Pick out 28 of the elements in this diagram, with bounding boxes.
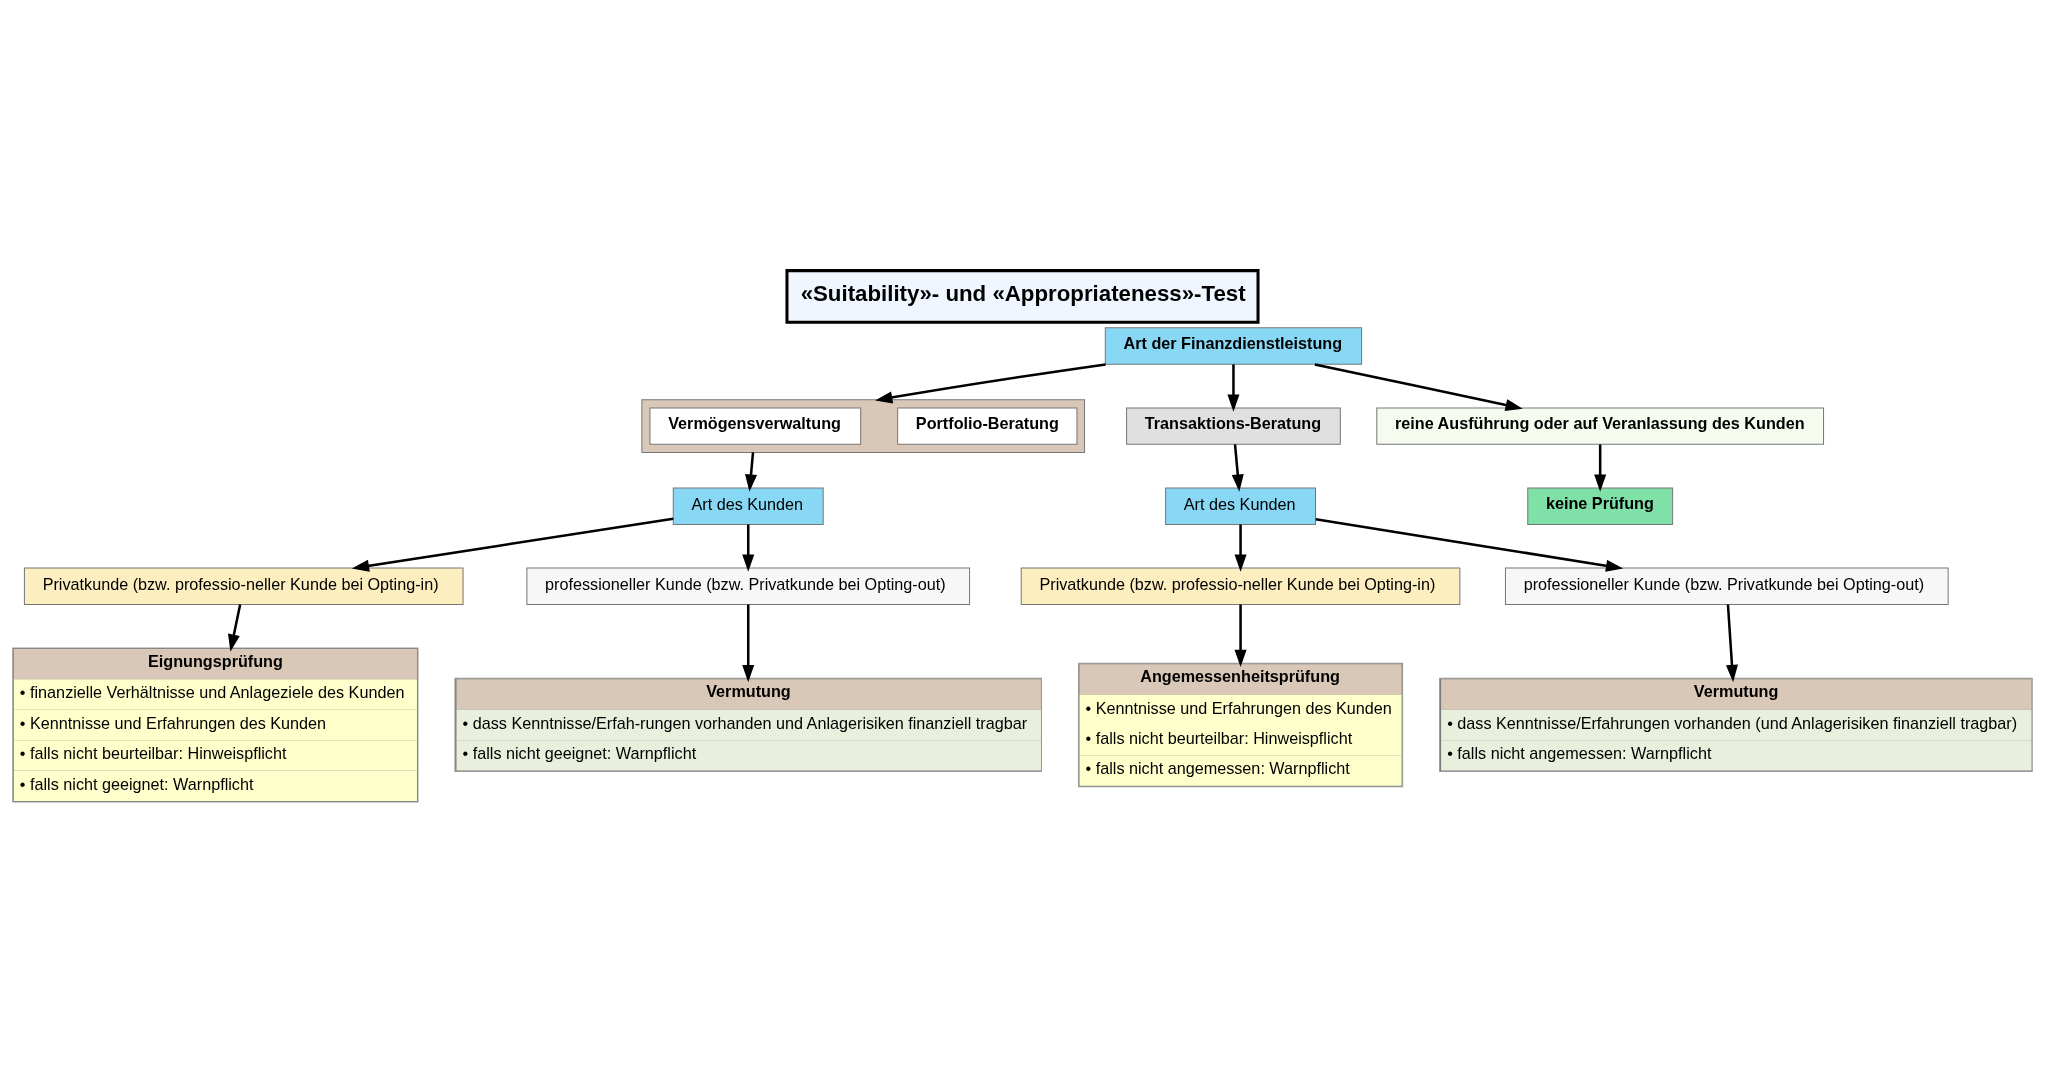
arrow	[742, 604, 755, 682]
node-box: reine Ausführung oder auf Veranlassung des Kunden	[1376, 406, 1825, 445]
arrow	[1314, 362, 1523, 411]
arrow	[745, 451, 758, 492]
node-box: Privatkunde (bzw. professio-neller Kunde bei Opting-in)	[23, 566, 464, 605]
node-box: Privatkunde (bzw. professio-neller Kunde bei Opting-in)	[1020, 566, 1461, 605]
arrow	[351, 517, 674, 572]
diagram-title: «Suitability»- und «Appropriateness»-Test	[800, 280, 1246, 306]
arrow	[1234, 604, 1247, 667]
arrow	[742, 523, 755, 572]
arrow	[1594, 443, 1607, 492]
arrow	[1227, 363, 1240, 412]
node-box: Transaktions-Beratung	[1126, 406, 1341, 445]
arrow	[875, 362, 1106, 403]
node-box: professioneller Kunde (bzw. Privatkunde bei Opting-out)	[526, 566, 971, 605]
arrow	[1234, 523, 1247, 572]
cluster	[641, 398, 1086, 453]
node-box: Art der Finanzdienstleistung	[1104, 326, 1363, 365]
arrow	[1725, 603, 1738, 682]
node-box: Art des Kunden	[672, 486, 824, 525]
arrow	[1231, 443, 1244, 492]
node-box: professioneller Kunde (bzw. Privatkunde bei Opting-out)	[1504, 566, 1949, 605]
arrow	[1315, 517, 1624, 572]
node-box: keine Prüfung	[1527, 486, 1674, 525]
node-box: Vermögensverwaltung	[649, 406, 862, 445]
node-box: Portfolio-Beratung	[897, 406, 1078, 445]
arrow	[227, 603, 242, 652]
node-box: Art des Kunden	[1165, 486, 1316, 525]
